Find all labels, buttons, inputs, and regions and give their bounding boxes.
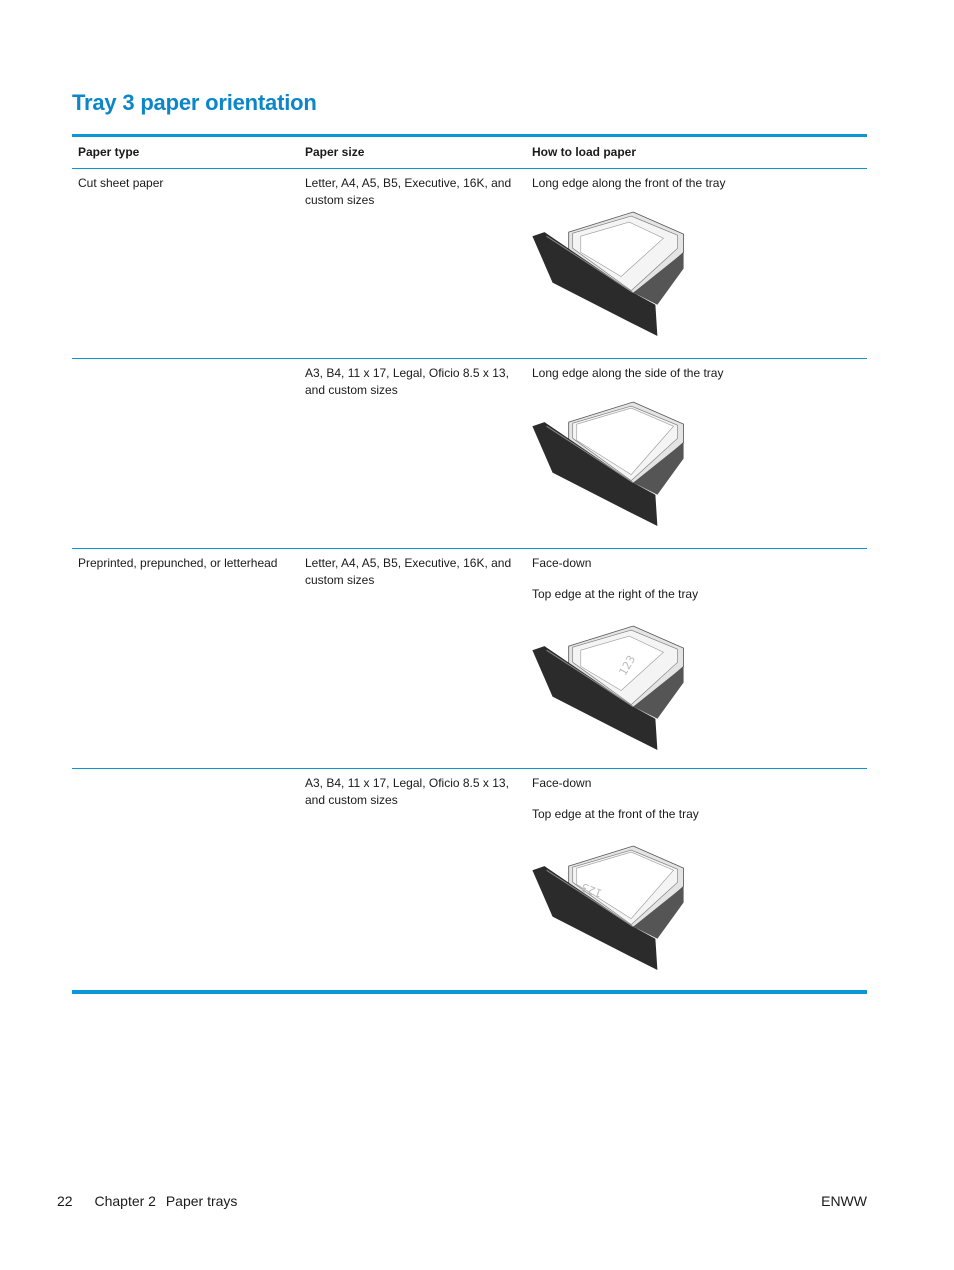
load-instruction: Long edge along the front of the tray [532, 176, 726, 190]
load-instruction-detail: Top edge at the right of the tray [532, 586, 699, 601]
table-row: A3, B4, 11 x 17, Legal, Oficio 8.5 x 13,… [72, 769, 867, 991]
how-to-load-cell: Face-down Top edge at the right of the t… [526, 548, 867, 769]
paper-type-cell [72, 358, 299, 549]
footer-right-label: ENWW [821, 1193, 867, 1209]
tray-long-edge-front-icon [532, 211, 684, 336]
load-instruction-detail: Top edge at the front of the tray [532, 806, 699, 821]
header-paper-type: Paper type [72, 137, 299, 169]
paper-type-cell: Preprinted, prepunched, or letterhead [72, 548, 299, 769]
paper-size-cell: A3, B4, 11 x 17, Legal, Oficio 8.5 x 13,… [305, 776, 509, 807]
tray-long-edge-side-icon [532, 401, 684, 526]
load-instruction: Face-down [532, 556, 592, 570]
paper-size-cell: Letter, A4, A5, B5, Executive, 16K, and … [299, 168, 526, 359]
paper-type-cell: Cut sheet paper [72, 168, 299, 359]
table-header-row: Paper type Paper size How to load paper [72, 137, 867, 169]
how-to-load-cell: Long edge along the side of the tray [526, 358, 867, 549]
paper-size-cell: Letter, A4, A5, B5, Executive, 16K, and … [299, 548, 526, 769]
page-number: 22 [57, 1193, 73, 1209]
header-how-to-load: How to load paper [526, 137, 867, 169]
table-row: A3, B4, 11 x 17, Legal, Oficio 8.5 x 13,… [72, 358, 867, 549]
header-paper-size: Paper size [299, 137, 526, 169]
section-label: Paper trays [165, 1193, 238, 1209]
load-instruction: Face-down [532, 776, 592, 790]
page-title: Tray 3 paper orientation [72, 90, 317, 115]
how-to-load-cell: Face-down Top edge at the front of the t… [526, 769, 867, 991]
table-row: Preprinted, prepunched, or letterhead Le… [72, 548, 867, 769]
tray-face-down-top-right-icon: 123 [532, 625, 684, 750]
chapter-label: Chapter 2 [94, 1193, 156, 1209]
page-footer: 22 Chapter 2 Paper trays ENWW [57, 1192, 867, 1210]
tray-face-down-top-front-icon: 123 [532, 845, 684, 970]
paper-size-cell: A3, B4, 11 x 17, Legal, Oficio 8.5 x 13,… [299, 358, 526, 549]
how-to-load-cell: Long edge along the front of the tray [526, 168, 867, 359]
paper-orientation-table: Paper type Paper size How to load paper … [72, 134, 867, 994]
paper-type-cell [72, 769, 299, 991]
table-row: Cut sheet paper Letter, A4, A5, B5, Exec… [72, 168, 867, 359]
load-instruction: Long edge along the side of the tray [532, 366, 724, 380]
